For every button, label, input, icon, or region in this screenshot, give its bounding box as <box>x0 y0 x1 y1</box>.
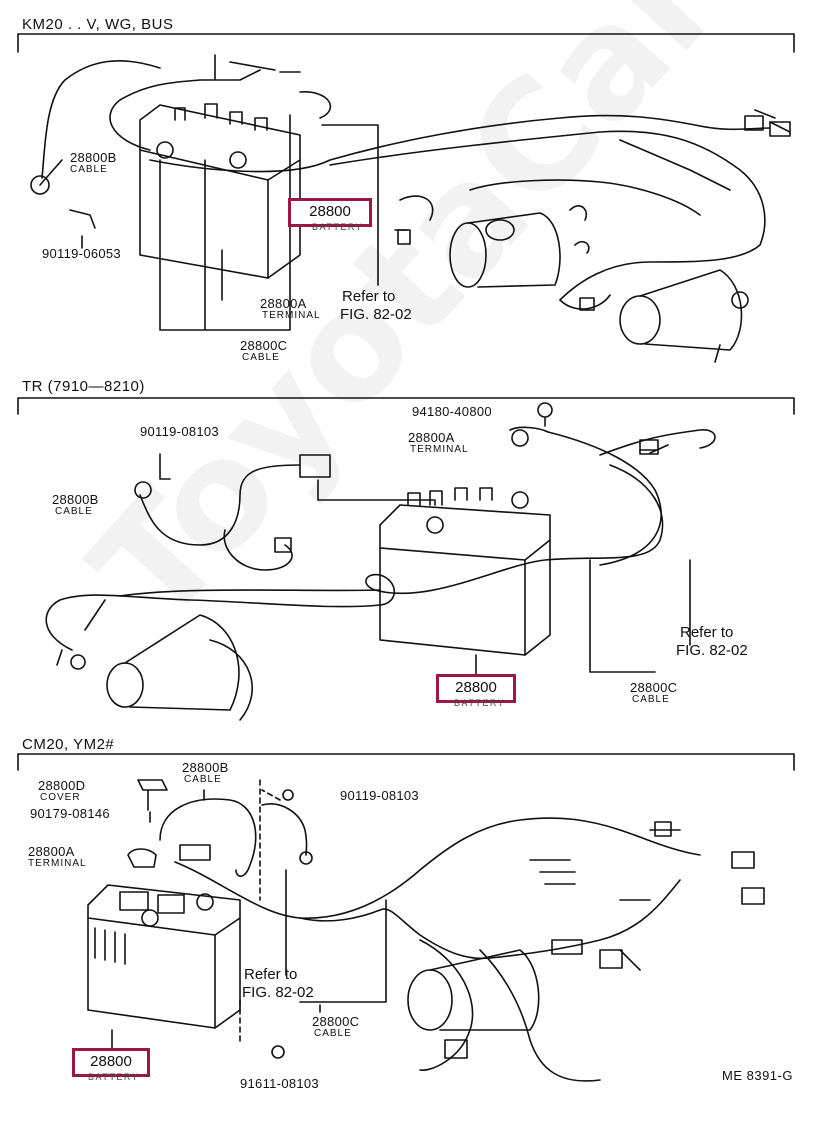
reference-note: FIG. 82-02 <box>242 984 314 1001</box>
part-number: 28800B <box>70 150 117 165</box>
part-description: TERMINAL <box>410 444 469 455</box>
highlighted-part-battery[interactable]: 28800 <box>288 198 372 227</box>
part-number: 28800C <box>312 1014 360 1029</box>
starter-motor-2 <box>106 614 254 721</box>
part-number: 90119-08103 <box>140 424 219 439</box>
reference-note: Refer to <box>680 624 734 641</box>
battery-3 <box>87 884 241 1029</box>
harness-2 <box>45 464 664 651</box>
battery-2 <box>379 487 551 656</box>
part-number: 91611-08103 <box>240 1076 319 1091</box>
alternator-1 <box>619 269 749 363</box>
section-title: TR (7910—8210) <box>22 378 145 395</box>
part-number: 28800A <box>408 430 455 445</box>
battery-1 <box>139 103 301 279</box>
part-description: CABLE <box>242 352 280 363</box>
reference-note: Refer to <box>244 966 298 983</box>
section-title: CM20, YM2# <box>22 736 115 753</box>
reference-note: FIG. 82-02 <box>340 306 412 323</box>
section-title: KM20 . . V, WG, BUS <box>22 16 174 33</box>
starter-motor-1 <box>449 212 561 288</box>
part-description: BATTERY <box>88 1072 140 1082</box>
part-description: TERMINAL <box>262 310 321 321</box>
reference-note: Refer to <box>342 288 396 305</box>
section-bracket <box>17 753 795 771</box>
highlighted-part-battery[interactable]: 28800 <box>72 1048 150 1077</box>
part-description: CABLE <box>184 774 222 785</box>
part-description: BATTERY <box>454 698 506 708</box>
part-number: 28800C <box>630 680 678 695</box>
part-description: COVER <box>40 792 81 803</box>
part-number: 94180-40800 <box>412 404 492 419</box>
harness-1 <box>149 114 771 173</box>
reference-note: FIG. 82-02 <box>676 642 748 659</box>
part-number: 28800D <box>38 778 86 793</box>
part-number: 28800B <box>182 760 229 775</box>
part-description: CABLE <box>55 506 93 517</box>
part-description: TERMINAL <box>28 858 87 869</box>
part-description: CABLE <box>632 694 670 705</box>
part-description: CABLE <box>70 164 108 175</box>
part-number: 90179-08146 <box>30 806 110 821</box>
part-number: 28800A <box>260 296 307 311</box>
part-number: 28800A <box>28 844 75 859</box>
cable-28800b-3 <box>159 798 257 877</box>
cable-28800b-2 <box>139 464 301 546</box>
harness-3 <box>174 817 701 919</box>
section-bracket <box>17 397 795 415</box>
part-description: BATTERY <box>312 222 364 232</box>
starter-motor-3 <box>407 949 540 1031</box>
figure-code: ME 8391-G <box>722 1068 793 1083</box>
cable-28800b-1 <box>41 60 201 179</box>
part-number: 90119-06053 <box>42 246 121 261</box>
part-number: 28800C <box>240 338 288 353</box>
highlighted-part-battery[interactable]: 28800 <box>436 674 516 703</box>
part-number: 28800B <box>52 492 99 507</box>
section-bracket <box>17 33 795 53</box>
part-description: CABLE <box>314 1028 352 1039</box>
part-number: 90119-08103 <box>340 788 419 803</box>
